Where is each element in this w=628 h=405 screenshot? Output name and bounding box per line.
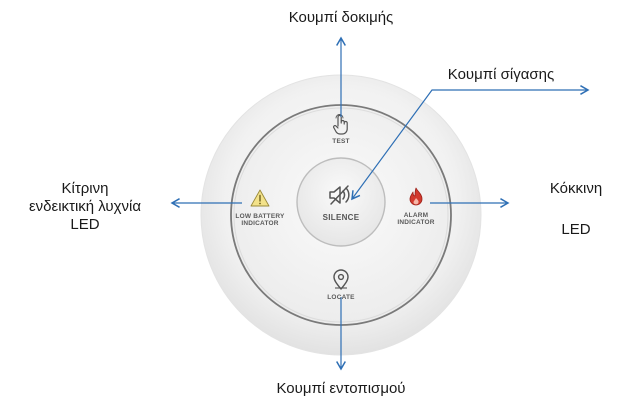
locate-button-label: LOCATE xyxy=(327,294,355,301)
silence-button-label: SILENCE xyxy=(322,213,360,222)
location-pin-icon xyxy=(333,269,349,290)
silence-button[interactable] xyxy=(299,160,383,244)
red-led-callout-line-2: LED xyxy=(561,221,591,238)
yellow-led-callout-line-2: ενδεικτική λυχνία xyxy=(28,198,142,215)
alarm-label-line-1: ALARM xyxy=(403,212,429,219)
speaker-muted-icon xyxy=(329,185,350,205)
low-battery-indicator-label: LOW BATTERY INDICATOR xyxy=(226,213,294,227)
yellow-led-callout-line-1: Κίτρινη xyxy=(61,180,109,197)
silence-button-callout: Κουμπί σίγασης xyxy=(447,66,555,83)
locate-button-callout: Κουμπί εντοπισμού xyxy=(276,380,406,397)
test-button-callout: Κουμπί δοκιμής xyxy=(288,9,394,26)
test-button-label: TEST xyxy=(332,138,350,145)
low-battery-label-line-1: LOW BATTERY xyxy=(235,213,285,220)
alarm-label-line-2: INDICATOR xyxy=(397,219,435,226)
red-led-callout-line-1: Κόκκινη xyxy=(549,180,603,197)
yellow-led-callout: Κίτρινη ενδεικτική λυχνία LED xyxy=(2,180,168,234)
warning-triangle-icon xyxy=(250,189,270,207)
yellow-led-callout-line-3: LED xyxy=(70,216,100,233)
silence-callout-arrow xyxy=(351,85,590,201)
low-battery-label-line-2: INDICATOR xyxy=(241,220,279,227)
alarm-indicator-label: ALARM INDICATOR xyxy=(388,212,444,226)
